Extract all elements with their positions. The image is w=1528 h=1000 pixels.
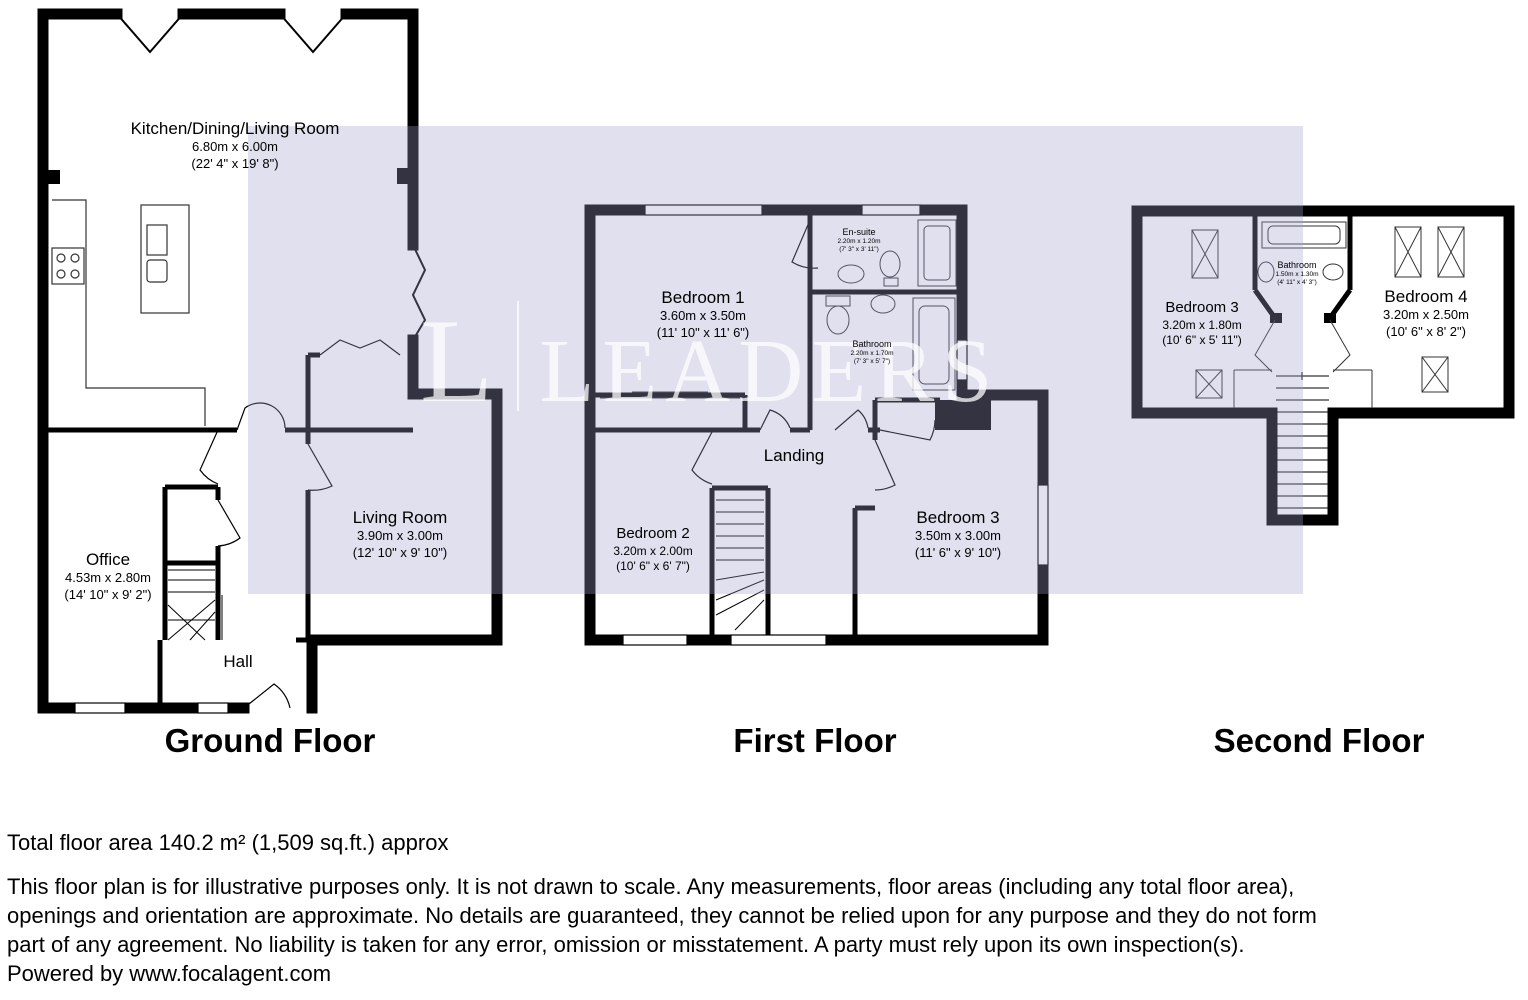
room-imperial: (7' 3" x 5' 7") — [853, 358, 891, 366]
powered-by: Powered by www.focalagent.com — [7, 961, 332, 986]
room-name: Living Room — [352, 508, 448, 527]
room-label-bedroom-4: Bedroom 4 3.20m x 2.50m (10' 6" x 8' 2") — [1383, 286, 1469, 340]
room-name: En-suite — [842, 227, 876, 237]
disclaimer-line: part of any agreement. No liability is t… — [7, 932, 1245, 957]
room-name: Bedroom 3 — [916, 508, 1000, 527]
room-label-hall: Hall — [223, 651, 252, 672]
room-metric: 4.53m x 2.80m — [65, 570, 151, 586]
room-name: Landing — [763, 446, 825, 465]
room-imperial: (10' 6" x 6' 7") — [616, 558, 690, 573]
disclaimer: This floor plan is for illustrative purp… — [7, 872, 1522, 988]
room-imperial: (14' 10" x 9' 2") — [64, 586, 152, 602]
room-name: Bedroom 3 — [1165, 299, 1239, 316]
first-floor-title: First Floor — [733, 722, 897, 759]
room-label-bathroom-second: Bathroom 1.50m x 1.30m (4' 11" x 4' 3") — [1276, 260, 1319, 288]
room-imperial: (4' 11" x 4' 3") — [1277, 279, 1317, 287]
room-imperial: (10' 6" x 5' 11") — [1162, 332, 1242, 347]
room-name: Kitchen/Dining/Living Room — [130, 119, 340, 138]
second-floor-title: Second Floor — [1213, 722, 1425, 759]
ground-floor-title: Ground Floor — [164, 722, 376, 759]
room-label-bathroom-first: Bathroom 2.20m x 1.70m (7' 3" x 5' 7") — [851, 339, 894, 367]
room-imperial: (22' 4" x 19' 8") — [191, 155, 279, 171]
room-name: Bedroom 2 — [616, 525, 690, 542]
room-imperial: (7' 3" x 3' 11") — [839, 246, 879, 254]
room-label-bedroom-1: Bedroom 1 3.60m x 3.50m (11' 10" x 11' 6… — [657, 287, 749, 341]
disclaimer-line: openings and orientation are approximate… — [7, 903, 1317, 928]
room-metric: 1.50m x 1.30m — [1275, 271, 1319, 279]
floor-plan-drawing — [37, 8, 1515, 714]
room-label-landing: Landing — [764, 445, 825, 466]
room-name: Bedroom 4 — [1384, 287, 1468, 306]
room-metric: 3.60m x 3.50m — [659, 308, 746, 324]
room-name: Hall — [223, 652, 253, 671]
room-metric: 3.50m x 3.00m — [915, 528, 1001, 544]
room-name: Bathroom — [1277, 260, 1317, 270]
room-label-kitchen: Kitchen/Dining/Living Room 6.80m x 6.00m… — [131, 118, 340, 172]
room-metric: 6.80m x 6.00m — [192, 139, 278, 155]
first-floor-plan — [584, 204, 1049, 646]
room-imperial: (10' 6" x 8' 2") — [1386, 323, 1466, 339]
room-metric: 3.20m x 2.50m — [1383, 307, 1469, 323]
room-metric: 3.20m x 1.80m — [1162, 317, 1242, 332]
room-name: Bedroom 1 — [661, 288, 745, 307]
room-metric: 2.20m x 1.70m — [850, 350, 894, 358]
room-imperial: (11' 6" x 9' 10") — [914, 544, 1002, 560]
room-imperial: (11' 10" x 11' 6") — [656, 324, 750, 340]
room-metric: 3.90m x 3.00m — [357, 528, 443, 544]
room-label-bedroom-2: Bedroom 2 3.20m x 2.00m (10' 6" x 6' 7") — [613, 525, 692, 574]
room-name: Office — [85, 550, 131, 569]
room-label-bedroom-3-second: Bedroom 3 3.20m x 1.80m (10' 6" x 5' 11"… — [1162, 299, 1242, 348]
total-floor-area: Total floor area 140.2 m² (1,509 sq.ft.)… — [7, 830, 449, 855]
room-imperial: (12' 10" x 9' 10") — [352, 544, 448, 560]
room-label-office: Office 4.53m x 2.80m (14' 10" x 9' 2") — [64, 549, 151, 603]
room-name: Bathroom — [852, 339, 892, 349]
room-metric: 2.20m x 1.20m — [837, 238, 881, 246]
room-label-bedroom-3-first: Bedroom 3 3.50m x 3.00m (11' 6" x 9' 10"… — [915, 507, 1001, 561]
room-label-living-room: Living Room 3.90m x 3.00m (12' 10" x 9' … — [353, 507, 448, 561]
ground-floor-plan — [37, 8, 503, 714]
room-metric: 3.20m x 2.00m — [613, 543, 693, 558]
room-label-en-suite: En-suite 2.20m x 1.20m (7' 3" x 3' 11") — [838, 227, 881, 255]
disclaimer-line: This floor plan is for illustrative purp… — [7, 874, 1295, 899]
second-floor-plan — [1131, 205, 1515, 526]
